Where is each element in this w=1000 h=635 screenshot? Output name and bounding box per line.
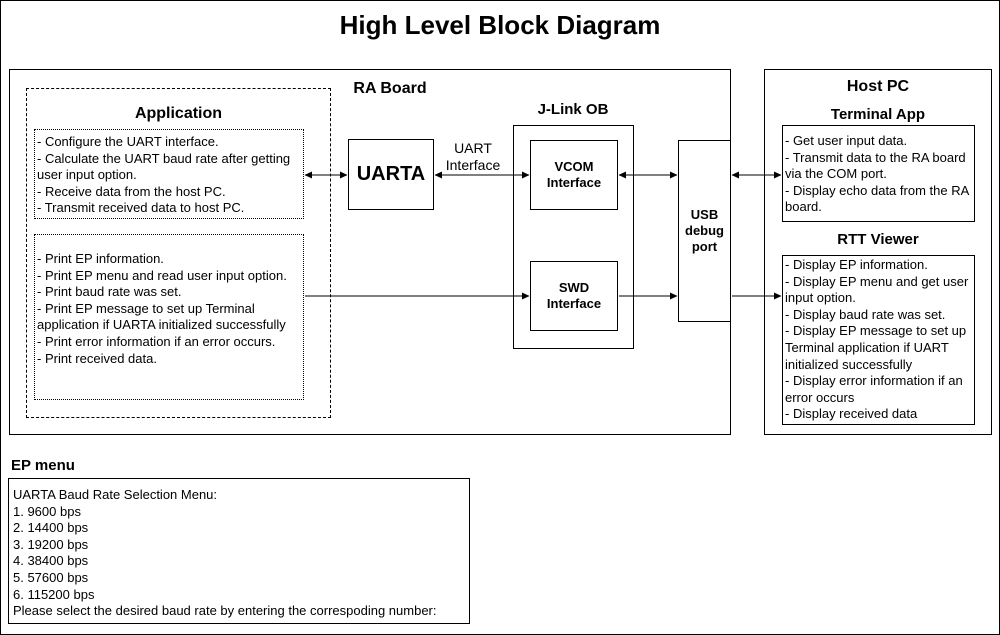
application-print-tasks: - Print EP information.- Print EP menu a… (34, 234, 304, 400)
text-line: - Get user input data. (785, 133, 908, 148)
ep-menu-box: UARTA Baud Rate Selection Menu:1. 9600 b… (8, 478, 470, 624)
text-line: - Print received data. (37, 350, 157, 366)
jlink-ob-label: J-Link OB (537, 101, 609, 118)
usb-debug-port-block: USB debug port (678, 140, 731, 322)
diagram-title: High Level Block Diagram (339, 10, 661, 40)
uarta-block: UARTA (348, 139, 434, 210)
application-uart-tasks: - Configure the UART interface.- Calcula… (34, 129, 304, 219)
application-box (26, 88, 331, 418)
text-line: - Calculate the UART baud rate after get… (37, 150, 291, 183)
text-line: - Print EP menu and read user input opti… (37, 267, 287, 283)
jlink-ob-box (513, 125, 634, 349)
text-line: Please select the desired baud rate by e… (13, 603, 437, 619)
text-line: - Display error information if an error … (785, 373, 963, 405)
application-label: Application (134, 105, 223, 122)
uart-interface-label: UART Interface (445, 140, 501, 173)
text-line: - Display EP menu and get user input opt… (785, 273, 969, 306)
rtt-viewer-label: RTT Viewer (837, 231, 919, 248)
text-line: 6. 115200 bps (13, 586, 95, 602)
text-line: - Configure the UART interface. (37, 134, 219, 149)
text-line: - Display received data (785, 406, 918, 422)
terminal-app-label: Terminal App (830, 106, 926, 123)
text-line: 2. 14400 bps (13, 520, 89, 536)
text-line: - Display EP message to set up Terminal … (785, 323, 967, 372)
text-line: - Print baud rate was set. (37, 284, 182, 300)
text-line: 4. 38400 bps (13, 553, 89, 569)
text-line: - Display baud rate was set. (785, 306, 946, 322)
text-line: - Receive data from the host PC. (37, 183, 226, 199)
text-line: - Transmit data to the RA board via the … (785, 149, 966, 182)
vcom-interface-block: VCOM Interface (530, 140, 618, 210)
ep-menu-label: EP menu (11, 457, 75, 474)
text-line: UARTA Baud Rate Selection Menu: (13, 487, 218, 502)
terminal-app-box: - Get user input data.- Transmit data to… (782, 125, 975, 222)
text-line: 1. 9600 bps (13, 503, 81, 519)
text-line: - Display echo data from the RA board. (785, 182, 969, 215)
host-pc-label: Host PC (846, 78, 910, 95)
text-line: 3. 19200 bps (13, 536, 89, 552)
text-line: - Print EP message to set up Terminal ap… (37, 300, 286, 333)
host-pc-box (764, 69, 992, 435)
text-line: - Transmit received data to host PC. (37, 200, 245, 216)
text-line: 5. 57600 bps (13, 569, 89, 585)
text-line: - Display EP information. (785, 257, 928, 272)
text-line: - Print EP information. (37, 251, 164, 266)
ra-board-label: RA Board (353, 80, 427, 97)
text-line: - Print error information if an error oc… (37, 333, 276, 349)
rtt-viewer-box: - Display EP information.- Display EP me… (782, 255, 975, 425)
swd-interface-block: SWD Interface (530, 261, 618, 331)
